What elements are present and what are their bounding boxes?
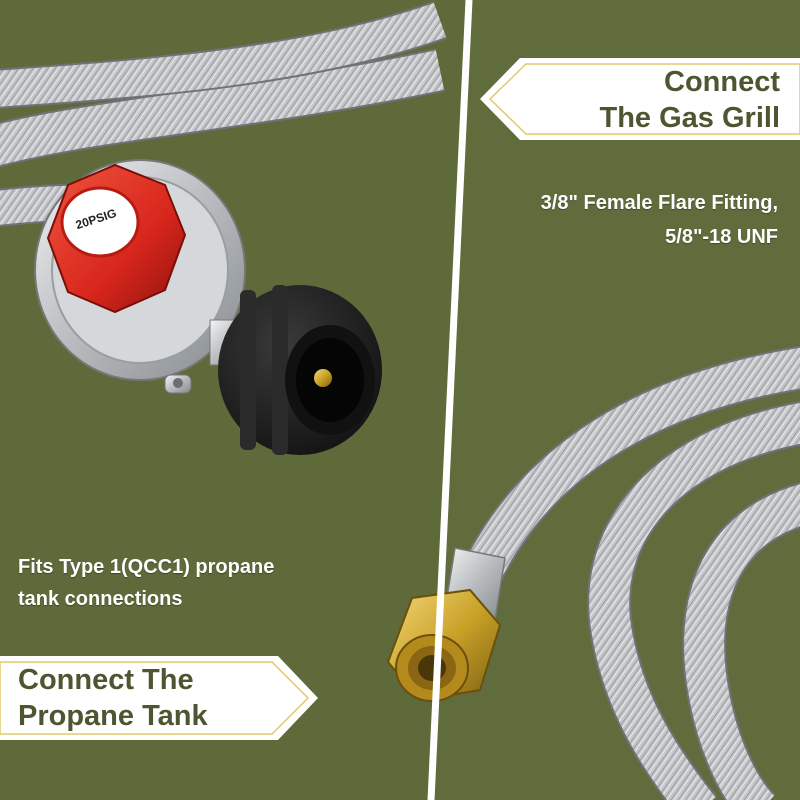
propane-tank-banner: Connect The Propane Tank: [0, 656, 318, 740]
qcc1-coupler: [218, 285, 382, 455]
propane-tank-banner-line1: Connect The: [18, 664, 194, 696]
propane-tank-banner-line2: Propane Tank: [18, 700, 208, 732]
left-hose: [0, 1, 447, 229]
flare-fitting: [386, 547, 506, 702]
qcc1-caption-line1: Fits Type 1(QCC1) propane: [18, 556, 275, 578]
right-hose: [449, 345, 800, 800]
flare-fitting-caption-line2: 5/8"-18 UNF: [665, 226, 778, 248]
flare-fitting-caption-line1: 3/8" Female Flare Fitting,: [540, 192, 778, 214]
pressure-knob: [46, 163, 187, 314]
panel-divider: [427, 0, 473, 800]
gas-grill-banner-line2: The Gas Grill: [599, 102, 781, 134]
qcc1-caption-line2: tank connections: [18, 588, 183, 610]
gas-grill-banner: Connect The Gas Grill: [480, 58, 800, 140]
arrow-left-icon: [480, 58, 800, 140]
gas-grill-banner-line1: Connect: [664, 66, 780, 98]
arrow-right-icon: [0, 656, 318, 740]
